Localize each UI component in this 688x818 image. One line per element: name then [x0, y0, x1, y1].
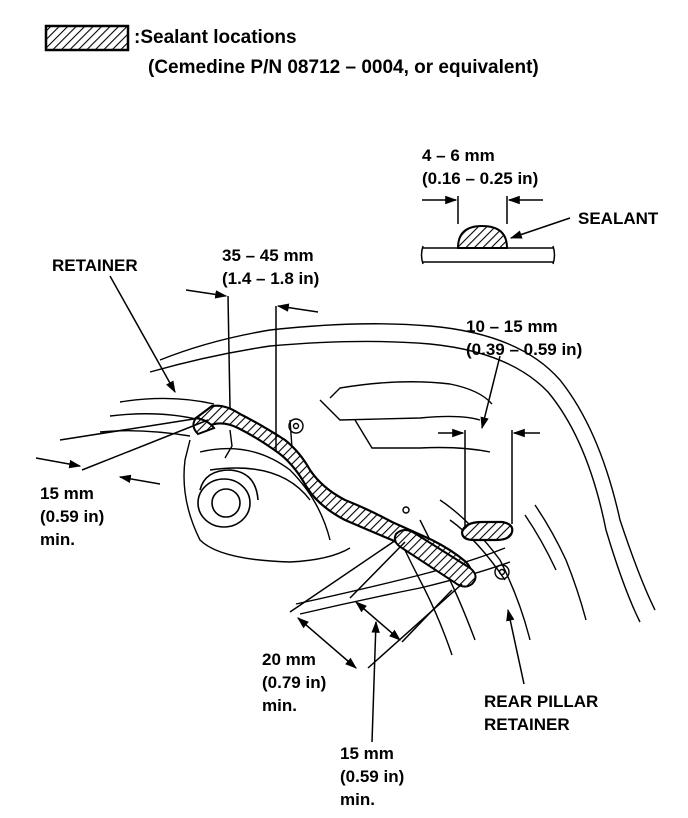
- sealant-bead-end-left: [192, 416, 216, 436]
- retainer-label: RETAINER: [52, 256, 138, 275]
- bead-width-mm: 4 – 6 mm: [422, 146, 495, 165]
- bottom-20-label: 20 mm (0.79 in) min.: [262, 648, 326, 717]
- bead-width-in: (0.16 – 0.25 in): [422, 169, 539, 188]
- left-min-label: 15 mm (0.59 in) min.: [40, 482, 104, 551]
- sealant-bead-upper-right: [460, 520, 514, 542]
- spacing-top-in: (1.4 – 1.8 in): [222, 269, 320, 288]
- bead-width-label: 4 – 6 mm (0.16 – 0.25 in): [422, 144, 538, 190]
- rear-pillar-line1: REAR PILLAR: [484, 692, 599, 711]
- spacing-right-in: (0.39 – 0.59 in): [466, 340, 583, 359]
- legend-swatch: [44, 24, 130, 52]
- bottom-15-suffix: min.: [340, 790, 375, 809]
- sealant-cross-section: [420, 195, 571, 265]
- legend-product: (Cemedine P/N 08712 – 0004, or equivalen…: [148, 57, 539, 78]
- sealant-label: SEALANT: [578, 209, 659, 228]
- spacing-right-mm: 10 – 15 mm: [466, 317, 558, 336]
- left-min-mm: 15 mm: [40, 484, 94, 503]
- hinge-boss: [197, 469, 259, 528]
- left-min-in: (0.59 in): [40, 507, 105, 526]
- spacing-top-label: 35 – 45 mm (1.4 – 1.8 in): [222, 244, 319, 290]
- bottom-20-in: (0.79 in): [262, 673, 327, 692]
- bottom-20-suffix: min.: [262, 696, 297, 715]
- left-min-suffix: min.: [40, 530, 75, 549]
- rear-pillar-line2: RETAINER: [484, 715, 570, 734]
- body-panel-outline: [99, 323, 656, 656]
- spacing-top-mm: 35 – 45 mm: [222, 246, 314, 265]
- dimension-lines: [35, 275, 540, 743]
- bottom-15-label: 15 mm (0.59 in) min.: [340, 742, 404, 811]
- legend-label: :Sealant locations: [134, 27, 297, 48]
- bottom-20-mm: 20 mm: [262, 650, 316, 669]
- mounting-holes: [288, 418, 510, 580]
- spacing-right-label: 10 – 15 mm (0.39 – 0.59 in): [466, 315, 582, 361]
- sealant-bead-lower: [393, 529, 477, 588]
- bottom-15-mm: 15 mm: [340, 744, 394, 763]
- bottom-15-in: (0.59 in): [340, 767, 405, 786]
- rear-pillar-retainer-label: REAR PILLAR RETAINER: [484, 690, 598, 736]
